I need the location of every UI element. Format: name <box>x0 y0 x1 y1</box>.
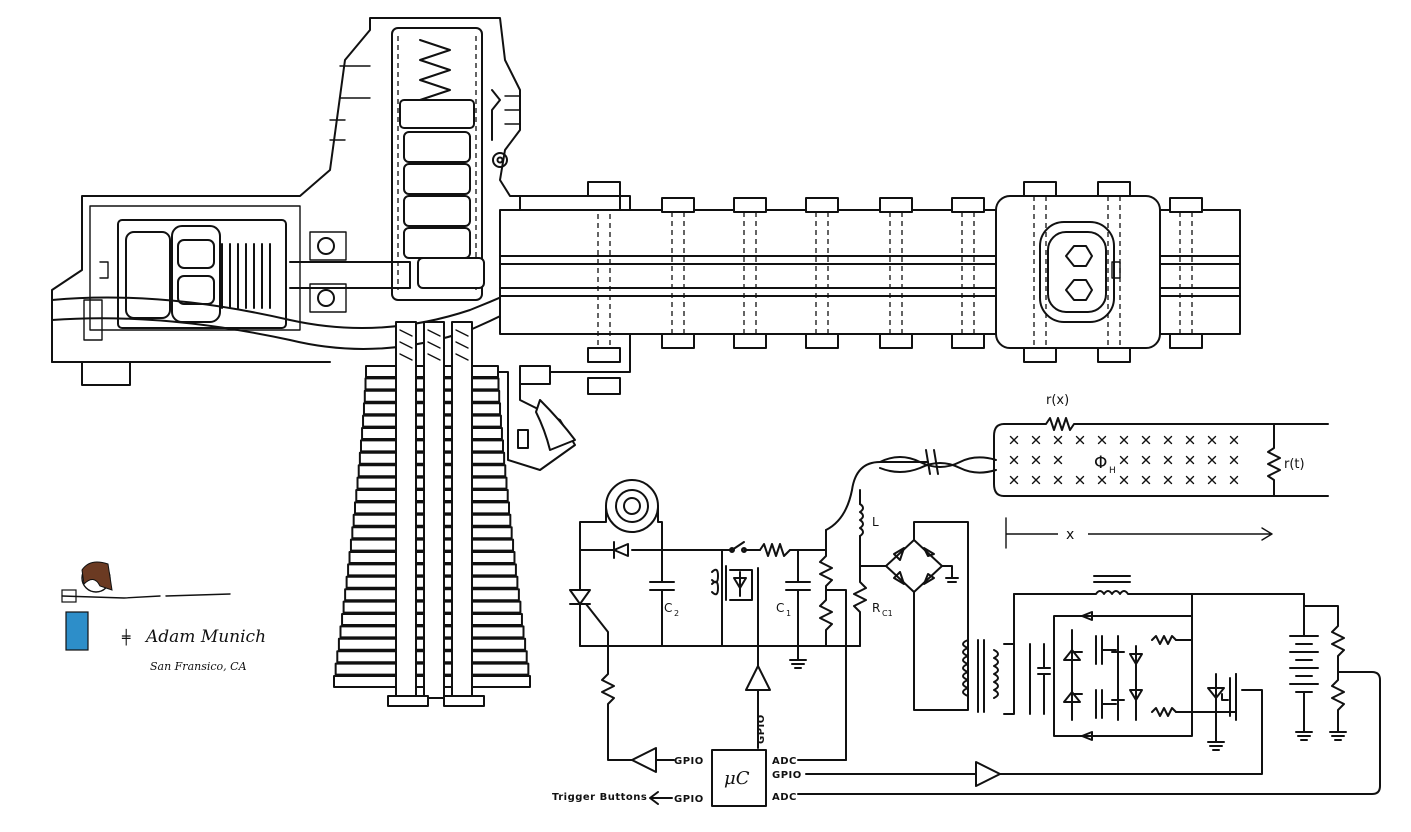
flux-cross <box>1163 455 1173 465</box>
bolt-nut <box>587 347 621 363</box>
flux-cross <box>1229 475 1239 485</box>
flux-cross <box>1185 435 1195 445</box>
flux-cross <box>1053 455 1063 465</box>
bolt-nut <box>879 333 913 349</box>
flux-cross <box>1031 475 1041 485</box>
rail-feed <box>879 449 997 475</box>
rail-model <box>993 417 1329 549</box>
flux-cross <box>1229 455 1239 465</box>
flux-label: Φ <box>1094 453 1107 473</box>
rt-label: r(t) <box>1284 457 1305 472</box>
bolt-nut <box>1097 347 1131 363</box>
flux-cross <box>1031 435 1041 445</box>
c2-label: C <box>664 601 672 615</box>
mcu-wiring <box>601 669 1263 805</box>
flux-cross <box>1119 455 1129 465</box>
flux-cross <box>1097 435 1107 445</box>
trigger-buttons-label: Trigger Buttons <box>552 792 647 803</box>
flux-cross <box>1207 475 1217 485</box>
flux-cross <box>1185 475 1195 485</box>
power-stage <box>797 575 1381 795</box>
bolt-head <box>805 197 839 213</box>
flux-cross <box>1207 435 1217 445</box>
mcu-pin-adc-bottom: ADC <box>772 792 797 803</box>
author-initials-mark: ╪ <box>121 628 131 646</box>
mcu-label: μC <box>724 768 750 789</box>
author-doodle <box>61 561 231 651</box>
mcu-pin-gpio-top: GPIO <box>674 756 704 767</box>
distance-label: x <box>1066 527 1074 543</box>
bolt-head <box>879 197 913 213</box>
mcu-pin-gpio-bottom: GPIO <box>674 794 704 805</box>
bolt-nut <box>1023 347 1057 363</box>
mcu-pin-gpio-right: GPIO <box>772 770 802 781</box>
flux-cross <box>1053 475 1063 485</box>
rc1-label: R <box>872 601 880 615</box>
rx-label: r(x) <box>1046 393 1069 408</box>
bolt-head <box>1097 181 1131 197</box>
flux-cross <box>1163 435 1173 445</box>
flux-cross <box>1053 435 1063 445</box>
flux-cross <box>1009 475 1019 485</box>
flux-cross <box>1119 435 1129 445</box>
mcu-pin-adc-top: ADC <box>772 756 797 767</box>
flux-cross <box>1185 455 1195 465</box>
inductor-label: L <box>872 515 879 529</box>
bolt-nut <box>1169 333 1203 349</box>
bolt-plate <box>519 195 621 211</box>
flux-cross <box>1141 475 1151 485</box>
flux-cross <box>1009 455 1019 465</box>
flux-cross <box>1031 455 1041 465</box>
rail-clamp-bolts <box>519 181 1203 395</box>
gpio-vertical-label: GPIO <box>756 714 767 744</box>
bridge-rectifier <box>885 521 969 711</box>
flux-cross <box>1141 435 1151 445</box>
bolt-head <box>587 181 621 197</box>
charging-circuit: C 2 GPIO C 1 R C1 L <box>569 461 929 761</box>
rc1-subscript: C1 <box>882 609 893 618</box>
c2-subscript: 2 <box>674 609 679 618</box>
bolt-nut <box>587 377 621 395</box>
bolt-nut <box>733 333 767 349</box>
bolt-head <box>951 197 985 213</box>
railgun-body <box>51 17 1241 707</box>
bolt-head <box>661 197 695 213</box>
bolt-nut <box>805 333 839 349</box>
flux-cross <box>1097 475 1107 485</box>
author-name: Adam Munich <box>144 627 266 647</box>
c1-subscript: 1 <box>786 609 791 618</box>
bolt-nut <box>519 365 551 385</box>
flux-cross <box>1207 455 1217 465</box>
flux-cross <box>1141 455 1151 465</box>
flux-cross <box>1075 475 1085 485</box>
magnetic-flux-field <box>1009 435 1239 485</box>
bolt-nut <box>661 333 695 349</box>
author-location: San Fransico, CA <box>150 660 247 673</box>
bolt-nut <box>951 333 985 349</box>
bolt-head <box>1169 197 1203 213</box>
c1-label: C <box>776 601 784 615</box>
flux-cross <box>1009 435 1019 445</box>
bolt-head <box>733 197 767 213</box>
flux-cross <box>1075 435 1085 445</box>
flux-cross <box>1119 475 1129 485</box>
bolt-head <box>1023 181 1057 197</box>
flux-cross <box>1229 435 1239 445</box>
mcu-box <box>711 749 767 807</box>
flux-cross <box>1163 475 1173 485</box>
flux-subscript: H <box>1109 466 1116 476</box>
